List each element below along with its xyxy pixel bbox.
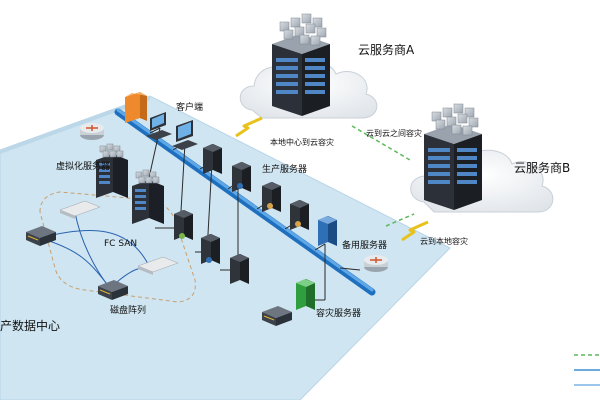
production-server-1 <box>203 144 222 174</box>
virtualization-server-label: 虚拟化服务器 <box>56 162 111 172</box>
virtualization-server-2 <box>132 169 164 224</box>
cloud-provider-b <box>410 103 554 213</box>
disk-array-label: 磁盘阵列 <box>110 306 147 316</box>
tower-server-5 <box>174 210 193 240</box>
disk-array-2 <box>98 280 128 300</box>
firewall-icon <box>125 92 147 123</box>
san-switch-2 <box>137 256 179 275</box>
router-icon <box>80 123 104 140</box>
fcsan-label: FC SAN <box>104 239 138 249</box>
datacenter-label: 产数据中心 <box>0 319 61 333</box>
cloud-b-label: 云服务商B <box>514 161 571 175</box>
cloud-to-cloud-label: 云到云之间容灾 <box>366 129 422 138</box>
disk-array-1 <box>26 226 56 246</box>
lightning-icon-2 <box>401 220 429 242</box>
production-server-4 <box>290 200 309 230</box>
link-local-to-cloud-b <box>385 213 415 227</box>
fcsan-region <box>39 191 196 303</box>
client-workstation-1 <box>146 112 172 140</box>
backup-server <box>318 216 337 246</box>
tower-server-7 <box>230 254 249 284</box>
cloud-a-label: 云服务商A <box>358 43 415 57</box>
disk-array-3 <box>262 306 292 326</box>
production-server-label: 生产服务器 <box>262 165 308 175</box>
link-cloud-a-to-b <box>351 125 411 161</box>
cloud-provider-a <box>239 13 378 119</box>
network-backbone <box>114 108 376 296</box>
production-server-2 <box>232 162 251 192</box>
production-server-3 <box>262 182 281 212</box>
local-to-cloud-label: 本地中心到云容灾 <box>270 138 334 147</box>
client-label: 客户端 <box>176 103 204 113</box>
dr-server <box>296 279 315 310</box>
san-switch-1 <box>59 200 101 219</box>
router-right-icon <box>364 255 388 272</box>
dr-server-label: 容灾服务器 <box>316 309 362 319</box>
lightning-icon-1 <box>235 116 263 138</box>
client-workstation-2 <box>172 120 198 150</box>
virtualization-server-1 <box>96 143 128 198</box>
cloud-to-local-label: 云到本地容灾 <box>420 237 468 246</box>
backup-server-label: 备用服务器 <box>342 241 388 251</box>
tower-server-6 <box>201 234 220 264</box>
